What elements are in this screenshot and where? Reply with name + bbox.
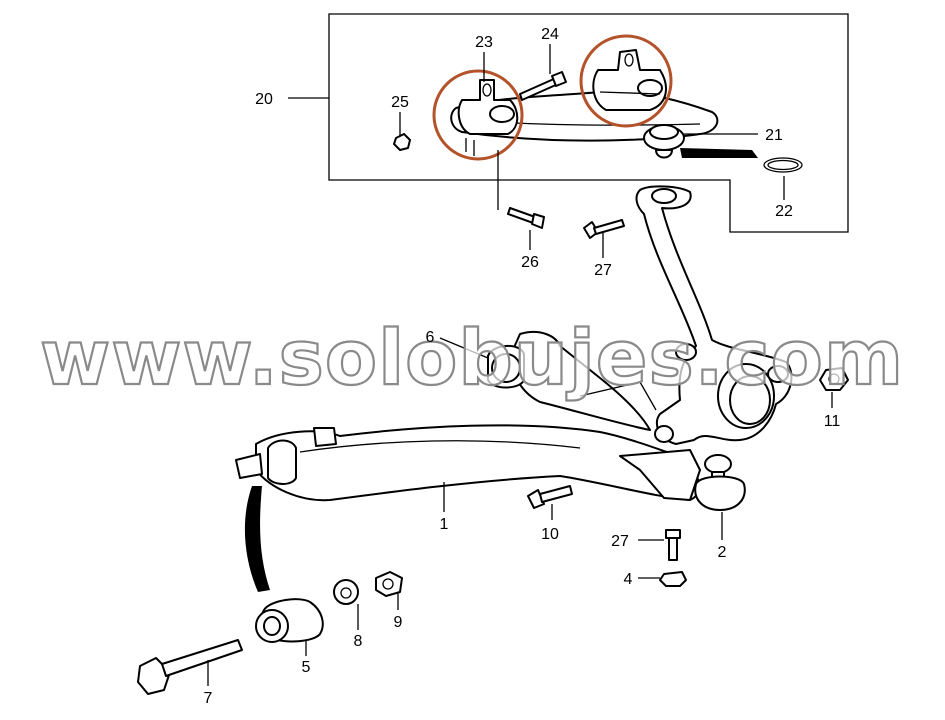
- steering-knuckle: [635, 185, 793, 445]
- callout-1: 1: [440, 516, 449, 533]
- callout-labels: 20 23 24 25 21 22 26 27 6 11 1 10 2 27 4…: [204, 26, 841, 707]
- lower-control-arm: [255, 330, 701, 502]
- bolt-27-upper: [583, 219, 625, 239]
- nut-11: [819, 367, 849, 391]
- bolt-10: [527, 485, 573, 509]
- nut-25: [393, 133, 411, 151]
- callout-26: 26: [521, 254, 539, 271]
- boot-ribbon: [244, 486, 270, 592]
- washer-8: [333, 579, 359, 605]
- callout-27-upper: 27: [594, 262, 612, 279]
- callout-2: 2: [718, 544, 727, 561]
- callout-8: 8: [354, 633, 363, 650]
- bolt-7: [137, 639, 243, 695]
- callout-22: 22: [775, 203, 793, 220]
- bolt-27-lower: [665, 529, 681, 561]
- bushing-5: [255, 598, 324, 643]
- snap-ring: [763, 157, 803, 173]
- callout-23: 23: [475, 34, 493, 51]
- callout-4: 4: [624, 571, 633, 588]
- leader-lines: [207, 44, 833, 686]
- callout-21: 21: [765, 127, 783, 144]
- callout-25: 25: [391, 94, 409, 111]
- callout-9: 9: [394, 614, 403, 631]
- bushing-6: [487, 345, 525, 389]
- front-bushing: [235, 427, 337, 485]
- callout-5: 5: [302, 659, 311, 676]
- ball-joint-boot: [680, 148, 758, 158]
- highlight-front-bracket: [432, 69, 524, 161]
- callout-10: 10: [541, 526, 559, 543]
- callout-11: 11: [824, 413, 841, 430]
- nut-9: [375, 571, 403, 597]
- bolt-24: [519, 71, 567, 101]
- callout-6: 6: [426, 329, 435, 346]
- highlight-rear-bracket: [579, 34, 673, 128]
- callout-20: 20: [255, 91, 273, 108]
- bolt-26: [507, 207, 545, 229]
- upper-control-arm: [450, 49, 719, 159]
- callout-27-lower: 27: [611, 533, 629, 550]
- watermark: www.solobujes.com: [40, 313, 904, 402]
- upper-arm-inset-frame: [328, 13, 849, 233]
- callout-7: 7: [204, 690, 213, 707]
- nut-4: [659, 571, 687, 587]
- ball-joint-2: [694, 454, 746, 511]
- callout-24: 24: [541, 26, 559, 43]
